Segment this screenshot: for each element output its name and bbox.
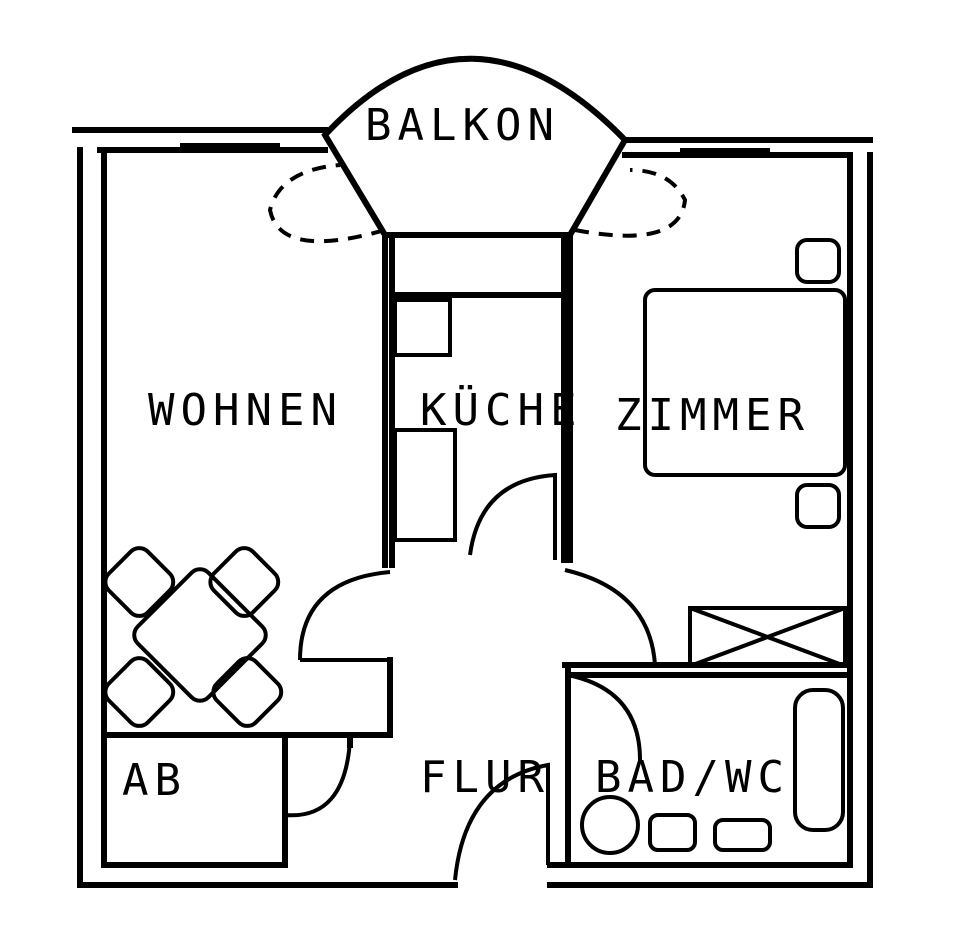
- room-labels: BALKON WOHNEN KÜCHE ZIMMER AB FLUR BAD/W…: [122, 100, 810, 806]
- stove: [393, 298, 452, 357]
- sink: [648, 813, 697, 852]
- label-flur: FLUR: [420, 752, 550, 803]
- label-kueche: KÜCHE: [420, 384, 582, 436]
- chair: [211, 656, 284, 728]
- furniture: [103, 238, 847, 855]
- kitchen-counter: [393, 428, 457, 542]
- balcony: [321, 55, 629, 238]
- label-balkon: BALKON: [365, 100, 560, 151]
- chair: [103, 656, 176, 728]
- dining-table: [132, 567, 268, 703]
- label-bad: BAD/WC: [595, 752, 790, 803]
- chair: [103, 546, 176, 618]
- bathtub: [793, 688, 845, 832]
- label-ab: AB: [122, 755, 187, 806]
- label-wohnen: WOHNEN: [148, 385, 343, 436]
- bed: [643, 288, 847, 477]
- toilet: [580, 795, 640, 855]
- washing-machine: [713, 818, 772, 852]
- nightstand: [795, 238, 841, 284]
- wardrobe: [688, 606, 847, 668]
- outer-walls: [72, 127, 873, 888]
- nightstand: [795, 483, 841, 529]
- label-zimmer: ZIMMER: [615, 390, 810, 441]
- chair: [208, 546, 281, 618]
- door-swings: [267, 163, 688, 881]
